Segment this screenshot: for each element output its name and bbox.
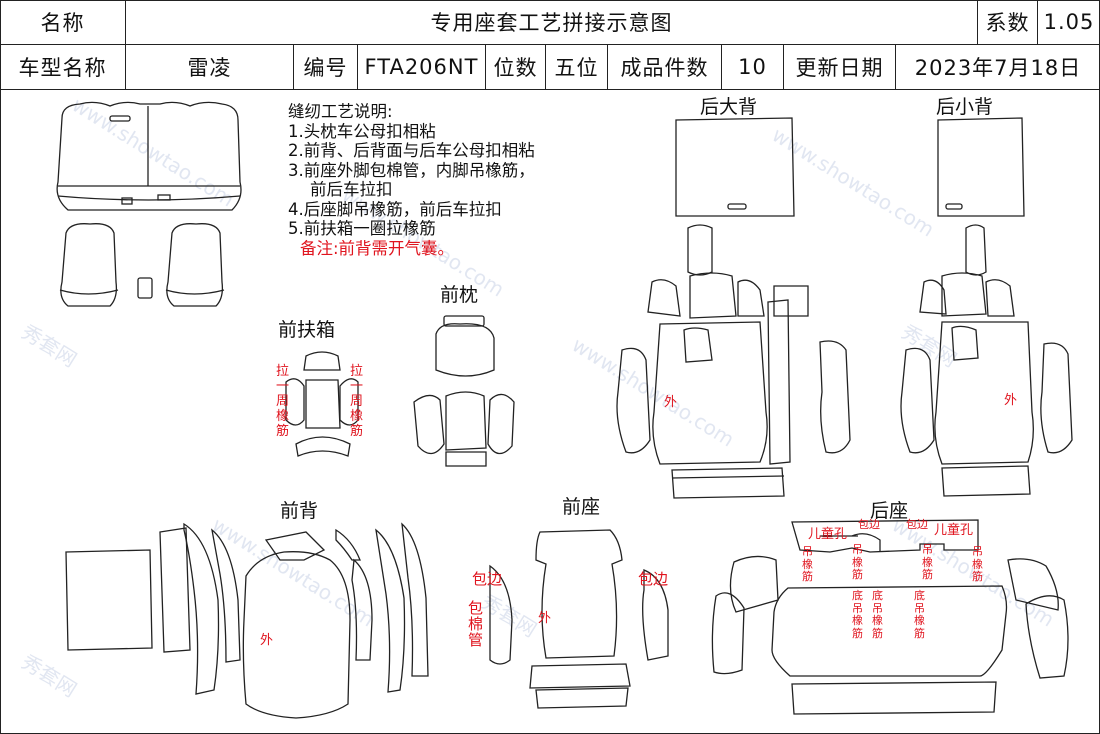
annotation-edge-tube: 包棉管 (468, 599, 484, 649)
annotation-bottom-edge: 包边 (906, 518, 928, 531)
annotation-armrest-left: 拉一周橡筋 (276, 364, 290, 439)
front-seat-pieces (489, 529, 669, 709)
model-label: 车型名称 (0, 45, 126, 89)
annotation-elastic: 吊橡筋 (802, 545, 813, 583)
model-value: 雷凌 (126, 45, 294, 89)
note-item: 3.前座外脚包棉管，内脚吊橡筋， (288, 160, 535, 180)
header-row: 名称 专用座套工艺拼接示意图 系数 1.05 (0, 0, 1100, 45)
annotation-edge: 包边 (638, 570, 669, 588)
seat-overview-sketch (56, 101, 242, 307)
annotation-elastic: 吊橡筋 (852, 543, 863, 581)
annotation-bottom-elastic: 底吊橡筋 (872, 589, 883, 640)
pieces-value: 10 (722, 45, 784, 89)
note-item: 4.后座脚吊橡筋，前后车拉扣 (288, 199, 502, 219)
annotation-outer: 外 (1004, 393, 1018, 408)
annotation-child-hole: 儿童孔 (934, 523, 974, 538)
note-item: 2.前背、后背面与后车公母扣相粘 (288, 141, 535, 160)
notes-remark: 备注:前背需开气囊。 (300, 238, 455, 258)
front-armrest-pieces (285, 351, 359, 457)
annotation-child-hole: 儿童孔 (808, 527, 848, 542)
section-title-rear-back: 后大背 (700, 96, 758, 118)
coef-value: 1.05 (1043, 10, 1095, 34)
annotation-bottom-edge: 包边 (858, 518, 880, 531)
note-item: 前后车拉扣 (310, 180, 393, 199)
sewing-notes: 缝纫工艺说明: 1.头枕车公母扣相粘 2.前背、后背面与后车公母扣相粘 3.前座… (288, 102, 535, 258)
annotation-bottom-elastic: 底吊橡筋 (852, 589, 863, 640)
annotation-elastic: 吊橡筋 (922, 543, 933, 581)
annotation-edge: 包边 (472, 570, 503, 588)
note-item: 1.头枕车公母扣相粘 (288, 121, 436, 141)
rear-big-back-pieces (616, 117, 851, 499)
name-label: 名称 (0, 0, 126, 44)
note-item: 5.前扶箱一圈拉橡筋 (288, 219, 436, 238)
code-label: 编号 (294, 45, 358, 89)
section-title-front-pillow: 前枕 (440, 284, 479, 306)
annotation-elastic: 吊橡筋 (972, 545, 983, 583)
seats-label: 位数 (486, 45, 546, 89)
front-back-pieces (65, 522, 429, 719)
date-label: 更新日期 (784, 45, 896, 89)
seats-value: 五位 (546, 45, 608, 89)
info-row: 车型名称 雷凌 编号 FTA206NT 位数 五位 成品件数 10 更新日期 2… (0, 45, 1100, 90)
date-value: 2023年7月18日 (914, 56, 1082, 80)
rear-seat-pieces (711, 519, 1069, 715)
section-title-rear-small-back: 后小背 (936, 96, 994, 118)
annotation-bottom-elastic: 底吊橡筋 (914, 589, 925, 640)
section-title-rear-seat: 后座 (870, 500, 909, 522)
annotation-outer: 外 (260, 633, 274, 648)
notes-title: 缝纫工艺说明: (288, 102, 393, 121)
sheet-title: 专用座套工艺拼接示意图 (126, 0, 978, 44)
section-title-front-armrest: 前扶箱 (278, 319, 336, 341)
pieces-label: 成品件数 (608, 45, 722, 89)
annotation-outer: 外 (664, 395, 678, 410)
annotation-outer: 外 (538, 611, 552, 626)
section-title-front-seat: 前座 (562, 496, 601, 518)
coef-label: 系数 (978, 0, 1038, 44)
front-pillow-pieces (413, 315, 515, 467)
section-title-front-back: 前背 (280, 500, 319, 522)
code-value: FTA206NT (358, 45, 486, 89)
rear-small-back-pieces (900, 117, 1073, 497)
annotation-armrest-right: 拉一周橡筋 (350, 364, 364, 439)
